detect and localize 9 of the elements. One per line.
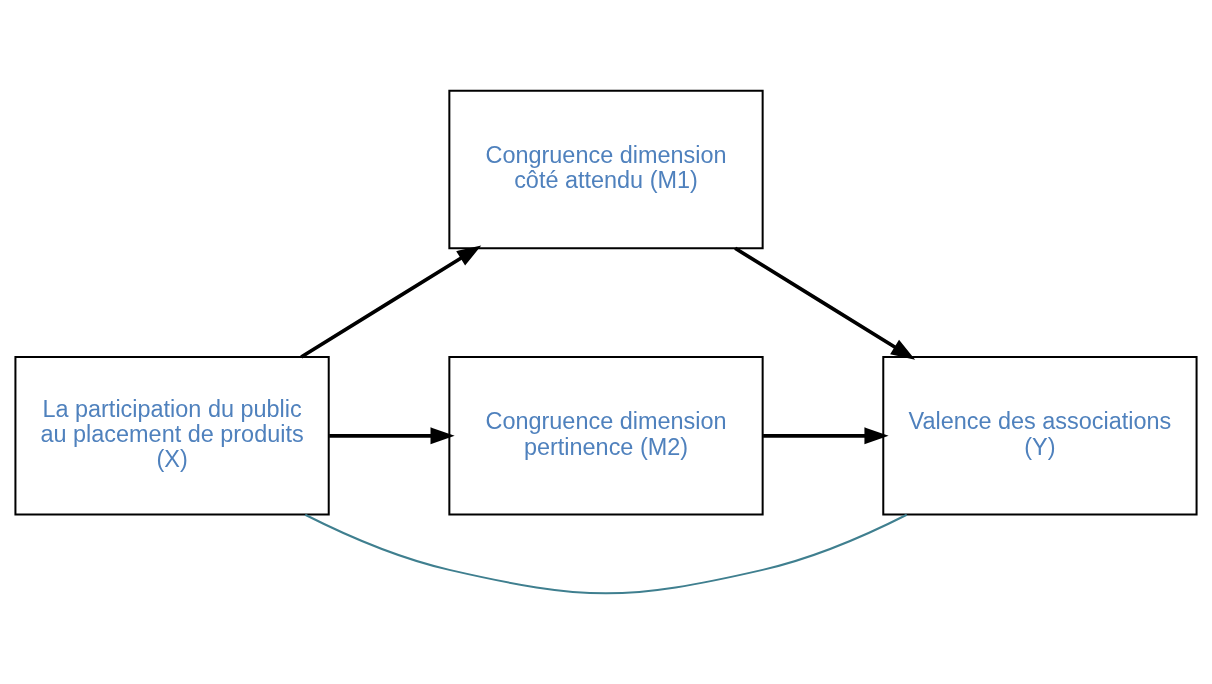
arrow	[763, 427, 889, 445]
arrow	[734, 246, 916, 360]
connector	[304, 513, 908, 595]
node-box: Valence des associations (Y)	[882, 356, 1198, 516]
node-box: La participation du public au placement de produits (X)	[14, 356, 330, 516]
arrow	[329, 427, 455, 445]
node-box: Congruence dimension côté attendu (M1)	[448, 89, 764, 250]
arrow	[300, 245, 482, 359]
node-box: Congruence dimension pertinence (M2)	[448, 356, 764, 516]
